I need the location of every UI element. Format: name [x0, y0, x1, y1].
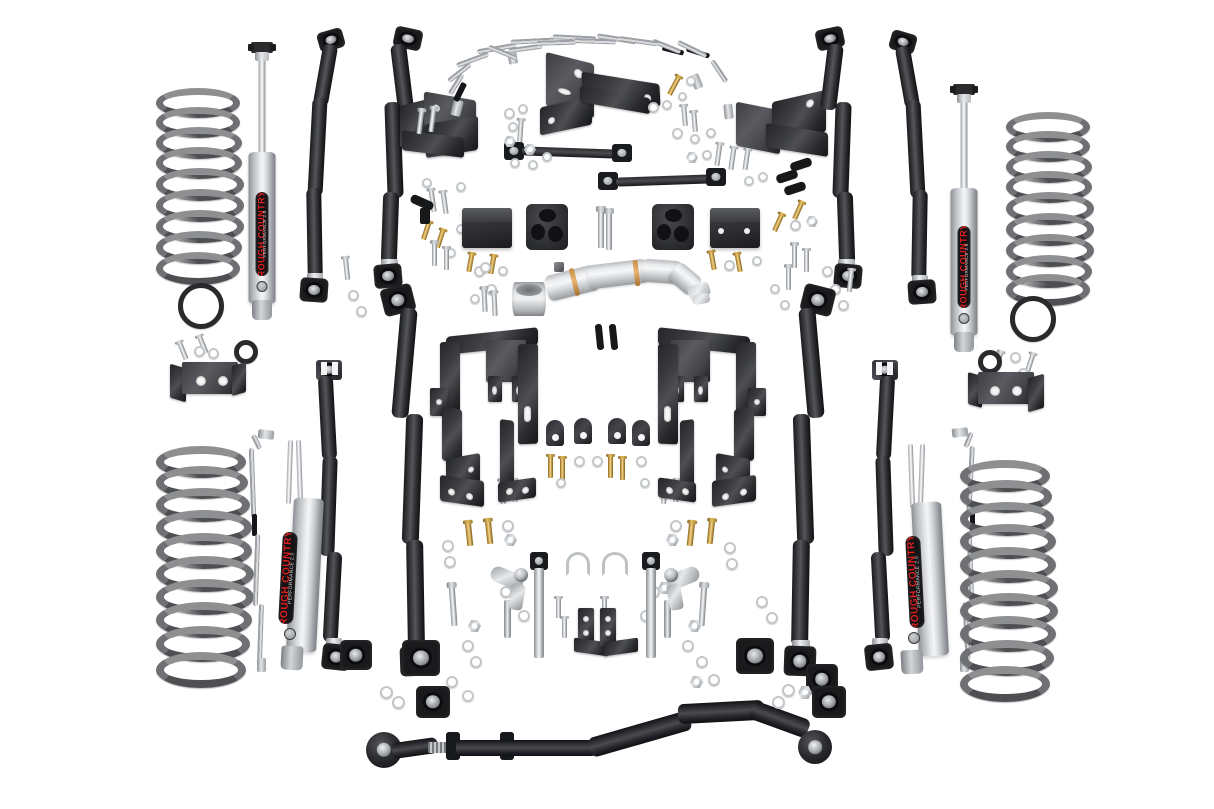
- front-adjustable-track-bar: [366, 688, 846, 768]
- spring-isolator-pad-top-right: [1010, 296, 1056, 342]
- arm-bushing-end-right: [736, 638, 780, 680]
- lock-nut: [798, 686, 812, 699]
- track-bar-bushing-left: [416, 686, 456, 724]
- rear-upper-control-arm-right: [862, 360, 908, 680]
- front-shock-right: ROUGH COUNTRY PERFORMANCE 2.0: [936, 84, 992, 352]
- front-upper-control-arm-left: [296, 26, 348, 312]
- front-axle-truss-bracket-left: [430, 327, 548, 508]
- l-bracket-right: [600, 608, 616, 646]
- exhaust-downpipe-spacer: [543, 258, 716, 320]
- front-upper-control-arm-right: [887, 28, 942, 312]
- flat-washer: [678, 92, 687, 101]
- l-bracket-left: [578, 608, 594, 646]
- front-lower-control-arm-right: [814, 25, 876, 296]
- rear-shock-left: ROUGH COUNTRY PERFORMANCE 2.0: [262, 439, 324, 680]
- rear-shock-left-eyelet: [340, 640, 380, 676]
- shock-logo-emblem: [256, 281, 268, 292]
- u-clip: [566, 552, 590, 576]
- shock-logo-emblem: [283, 628, 296, 640]
- carriage-bolt-long: [603, 208, 615, 250]
- front-axle-truss-bracket-right: [648, 327, 766, 508]
- rear-upper-control-arm-left: [306, 360, 352, 680]
- front-shock-left: ROUGH COUNTRY PERFORMANCE 2.0: [234, 40, 290, 320]
- clevis-mount-tab: [546, 420, 564, 446]
- bump-stop-spacer-block-left: [462, 208, 512, 248]
- shock-brand-label: ROUGH COUNTRY PERFORMANCE 2.0: [957, 226, 971, 308]
- front-sway-bar-link-left: [488, 546, 562, 662]
- bump-stop-extension-right: [652, 204, 694, 250]
- track-bar-bushing-right: [812, 686, 852, 724]
- shock-brand-label: ROUGH COUNTRY PERFORMANCE 2.0: [255, 192, 269, 276]
- clevis-mount-tab: [632, 420, 650, 446]
- spring-isolator-pad-top-left: [178, 283, 224, 329]
- front-coil-spring-left: [156, 88, 244, 288]
- rear-shock-right: ROUGH COUNTRY PERFORMANCE 2.0: [884, 443, 950, 684]
- rear-lower-control-arm-left: [379, 282, 436, 684]
- front-lower-control-arm-left: [368, 25, 428, 300]
- rear-coil-spring-right: [960, 460, 1058, 708]
- flat-washer: [392, 696, 405, 709]
- flat-washer: [772, 696, 785, 709]
- carriage-bolt-long: [595, 206, 607, 248]
- rear-coil-spring-left: [156, 446, 254, 694]
- u-clip: [602, 552, 628, 576]
- rear-lower-control-arm-right: [780, 282, 837, 684]
- pipe-sleeve-coupler: [512, 282, 548, 318]
- clevis-mount-tab: [608, 418, 626, 444]
- bump-stop-extension-left: [526, 204, 568, 250]
- rear-sway-bar-link-right: [598, 168, 728, 192]
- shock-relocation-bracket-left: [170, 361, 250, 406]
- clevis-mount-tab: [574, 418, 592, 444]
- flat-washer: [686, 76, 696, 86]
- shock-relocation-bracket-right: [968, 371, 1048, 416]
- flat-washer: [380, 686, 393, 699]
- shock-logo-emblem: [908, 632, 920, 644]
- flat-washer: [782, 684, 795, 697]
- bump-stop-spacer-block-right: [710, 208, 760, 248]
- shock-logo-emblem: [958, 313, 970, 324]
- arm-bushing-end-left: [402, 640, 446, 682]
- front-sway-bar-link-right: [630, 546, 702, 662]
- rear-brake-line-left: [244, 429, 286, 676]
